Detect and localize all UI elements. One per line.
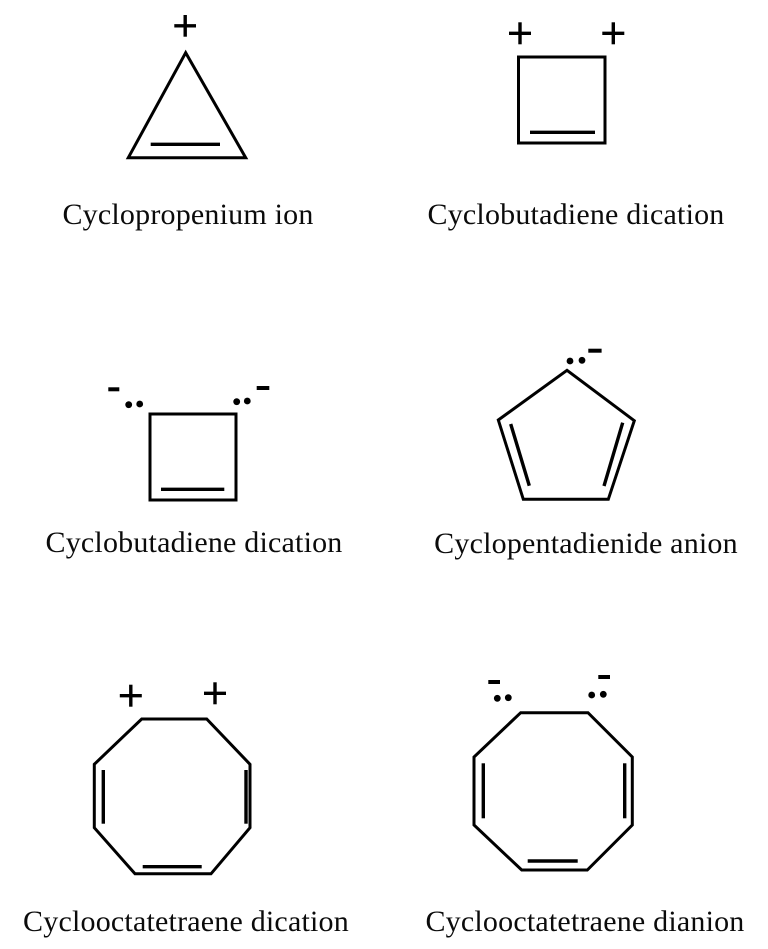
lone-pair-icon [125, 400, 144, 409]
cyclopentadienide-anion-structure [496, 348, 637, 501]
octagon-ring [92, 717, 252, 876]
triangle-ring [125, 49, 249, 160]
minus-charge-icon [598, 675, 610, 679]
molecule-label-cyclopentadienide-anion: Cyclopentadienide anion [434, 527, 738, 560]
molecule-label-cyclobutadiene-dication-lone-pairs: Cyclobutadiene dication [45, 526, 343, 559]
plus-charge-icon [174, 15, 196, 37]
cyclooctatetraene-dianion-structure [472, 675, 634, 872]
minus-charge-icon [108, 387, 120, 392]
plus-charge-icon [509, 22, 531, 45]
minus-charge-icon [488, 680, 500, 684]
molecule-label-cyclooctatetraene-dication: Cyclooctatetraene dication [23, 905, 349, 938]
cyclooctatetraene-dication-structure [92, 682, 252, 876]
lone-pair-icon [566, 356, 586, 365]
cyclobutadiene-dication-lone-pair-structure [108, 386, 270, 502]
octagon-ring [472, 711, 634, 872]
plus-charge-icon [602, 22, 625, 45]
cyclopropenium-structure [125, 15, 249, 160]
molecule-label-cyclopropenium-ion: Cyclopropenium ion [62, 198, 314, 231]
lone-pair-icon [588, 690, 607, 699]
square-ring [148, 412, 238, 502]
minus-charge-icon [256, 386, 270, 390]
lone-pair-icon [493, 694, 512, 702]
double-bond-inner-line [509, 423, 531, 487]
double-bond-inner-line [602, 422, 625, 487]
cyclobutadiene-dication-structure [509, 22, 625, 145]
lone-pair-icon [233, 397, 251, 406]
pentagon-ring [496, 368, 637, 501]
minus-charge-icon [588, 348, 602, 353]
plus-charge-icon [204, 682, 226, 705]
plus-charge-icon [119, 684, 142, 707]
molecule-label-cyclobutadiene-dication: Cyclobutadiene dication [427, 198, 725, 231]
square-ring [517, 55, 607, 145]
molecule-label-cyclooctatetraene-dianion: Cyclooctatetraene dianion [425, 905, 745, 938]
